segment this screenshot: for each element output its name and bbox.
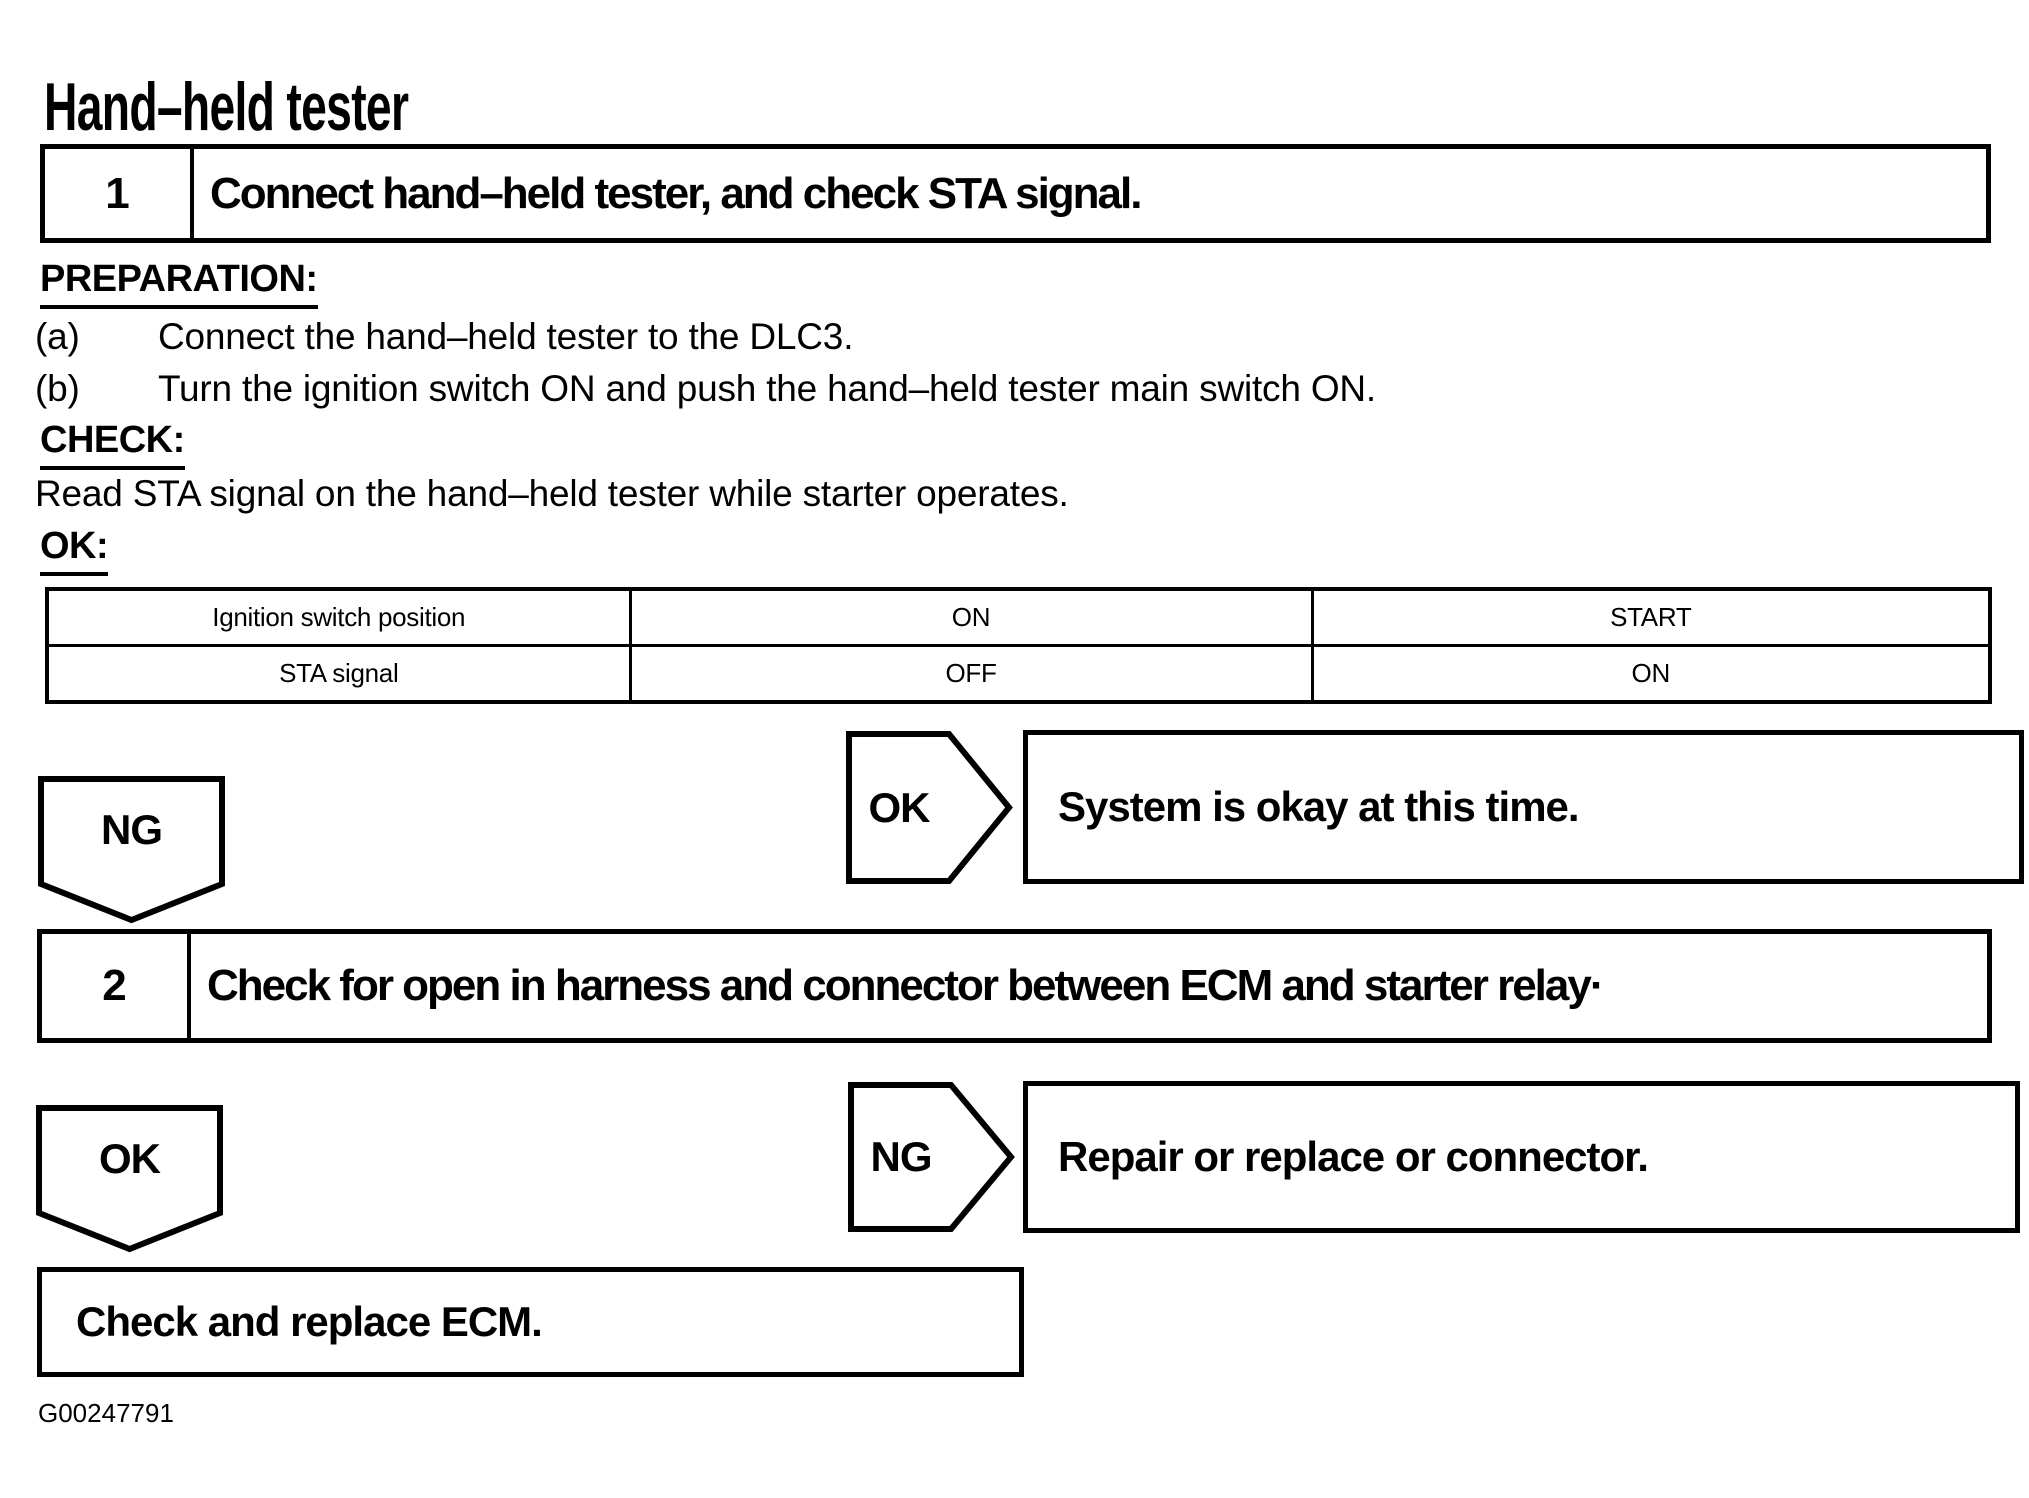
table-cell: ON [628, 587, 1314, 647]
check-replace-ecm-box: Check and replace ECM. [37, 1267, 1024, 1377]
step-2-title: Check for open in harness and connector … [207, 961, 1605, 1010]
step-2-box: 2 Check for open in harness and connecto… [37, 929, 1992, 1043]
figure-code: G00247791 [38, 1398, 174, 1428]
ok-down-connector-icon: OK [35, 1104, 224, 1253]
check-heading: CHECK: [40, 419, 185, 470]
ok-branch-label: OK [868, 783, 931, 831]
step-1-number: 1 [45, 149, 194, 238]
system-okay-box: System is okay at this time. [1023, 730, 2024, 884]
repair-or-replace-box: Repair or replace or connector. [1023, 1081, 2020, 1233]
preparation-step-b-text: Turn the ignition switch ON and push the… [158, 368, 1376, 409]
ng-connector-label: NG [101, 805, 163, 853]
ng-arrow-connector-icon: NG [847, 1081, 1015, 1233]
table-cell: START [1310, 587, 1992, 647]
table-row: Ignition switch position ON START [45, 587, 1992, 647]
step-1-box: 1 Connect hand–held tester, and check ST… [40, 144, 1991, 243]
check-text: Read STA signal on the hand–held tester … [35, 473, 1069, 514]
table-cell: OFF [628, 644, 1314, 704]
table-cell: ON [1310, 644, 1992, 704]
preparation-heading: PREPARATION: [40, 258, 318, 309]
table-cell: Ignition switch position [45, 587, 632, 647]
page-title: Hand–held tester [44, 69, 409, 145]
ng-branch-label: NG [870, 1133, 933, 1180]
ng-down-connector-icon: NG [37, 775, 226, 924]
step-2-number: 2 [42, 934, 191, 1038]
preparation-step-a-label: (a) [35, 316, 80, 357]
step-1-title: Connect hand–held tester, and check STA … [210, 168, 1142, 218]
ok-connector-label: OK [99, 1134, 161, 1182]
sta-signal-table: Ignition switch position ON START STA si… [45, 587, 1992, 704]
ok-heading: OK: [40, 525, 109, 576]
table-cell: STA signal [45, 644, 632, 704]
preparation-step-a: (a) Connect the hand–held tester to the D… [35, 315, 853, 359]
table-row: STA signal OFF ON [45, 644, 1992, 704]
preparation-step-b: (b) Turn the ignition switch ON and push … [35, 367, 1376, 411]
ok-arrow-connector-icon: OK [845, 730, 1013, 885]
preparation-step-a-text: Connect the hand–held tester to the DLC3… [158, 316, 854, 357]
preparation-step-b-label: (b) [35, 368, 80, 409]
